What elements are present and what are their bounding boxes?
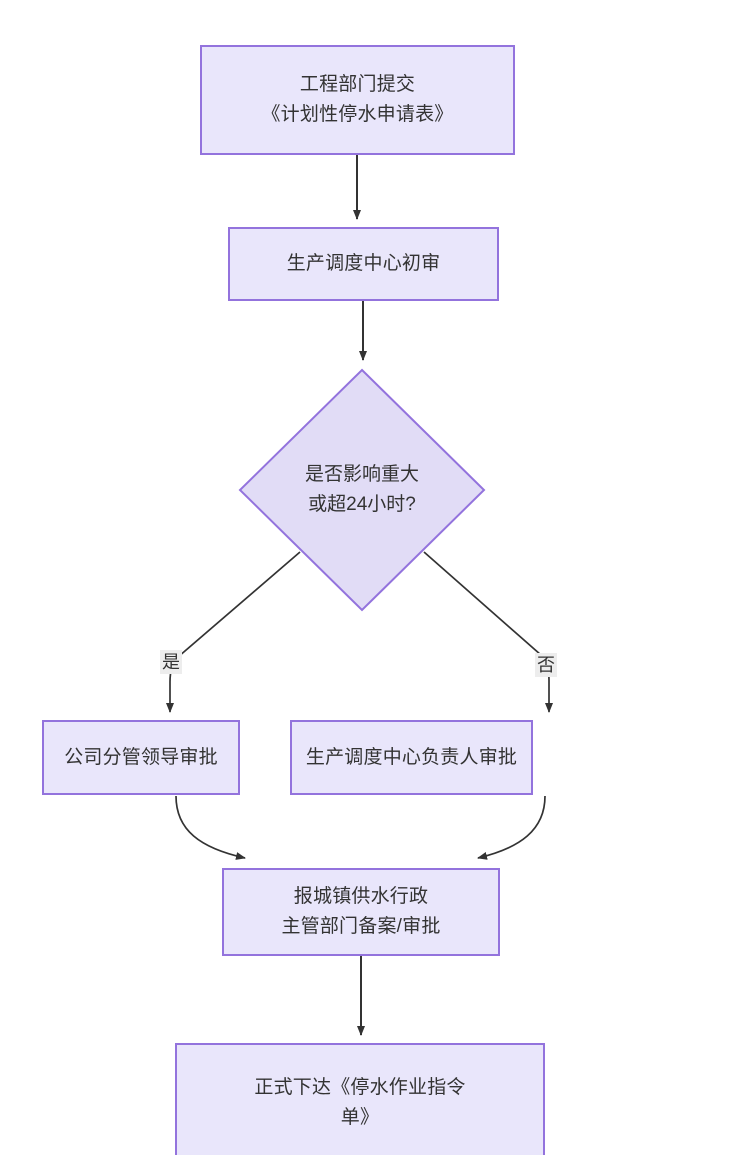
node-decision-major-impact[interactable]: 是否影响重大 或超24小时? (238, 368, 486, 612)
node-label: 正式下达《停水作业指令 单》 (254, 1077, 466, 1128)
edge-n4-n6 (175, 795, 246, 860)
node-label: 是否影响重大 或超24小时? (304, 464, 419, 515)
node-label: 生产调度中心负责人审批 (305, 746, 518, 768)
node-dispatch-center-first-review[interactable]: 生产调度中心初审 (228, 227, 499, 301)
diamond-shape (238, 368, 486, 612)
edge-label-no: 否 (535, 653, 557, 677)
node-label: 工程部门提交 《计划性停水申请表》 (261, 74, 454, 125)
node-report-to-water-authority[interactable]: 报城镇供水行政 主管部门备案/审批 (222, 868, 500, 956)
node-dispatch-center-head-approval[interactable]: 生产调度中心负责人审批 (290, 720, 533, 795)
node-company-leader-approval[interactable]: 公司分管领导审批 (42, 720, 240, 795)
node-label: 公司分管领导审批 (64, 746, 218, 768)
edge-n5-n6 (477, 795, 546, 860)
node-label: 报城镇供水行政 主管部门备案/审批 (281, 886, 441, 937)
node-submit-application[interactable]: 工程部门提交 《计划性停水申请表》 (200, 45, 515, 155)
node-label: 生产调度中心初审 (286, 253, 441, 274)
edge-label-yes: 是 (160, 650, 182, 674)
node-issue-shutdown-order[interactable]: 正式下达《停水作业指令 单》 (175, 1043, 545, 1155)
